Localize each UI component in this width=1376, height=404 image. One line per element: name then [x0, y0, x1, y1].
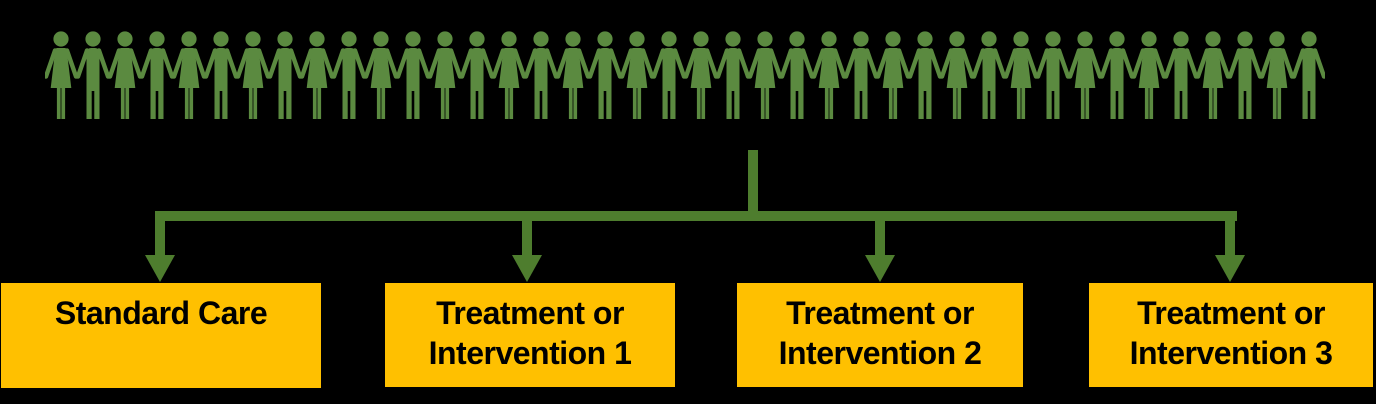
box-label-line2: Intervention 2: [778, 335, 982, 371]
box-label-line1: Standard Care: [54, 295, 268, 331]
box-treatment-intervention-2: Treatment or Intervention 2: [737, 283, 1023, 387]
box-label-line2: Intervention 1: [428, 335, 632, 371]
box-label-line1: Treatment or: [786, 295, 974, 331]
box-treatment-intervention-3: Treatment or Intervention 3: [1089, 283, 1373, 387]
box-treatment-intervention-1: Treatment or Intervention 1: [385, 283, 675, 387]
arrow-down-3: [865, 211, 895, 282]
connector-center-stem: [748, 150, 758, 221]
box-standard-care: Standard Care: [1, 283, 321, 388]
arrow-down-1: [145, 211, 175, 282]
box-label-line2: Intervention 3: [1129, 335, 1333, 371]
box-label-line1: Treatment or: [436, 295, 624, 331]
connector-horizontal-rail: [155, 211, 1237, 221]
box-label-line1: Treatment or: [1137, 295, 1325, 331]
arrow-down-2: [512, 211, 542, 282]
box-label-line2: [1, 333, 321, 373]
arrow-down-4: [1215, 211, 1245, 282]
